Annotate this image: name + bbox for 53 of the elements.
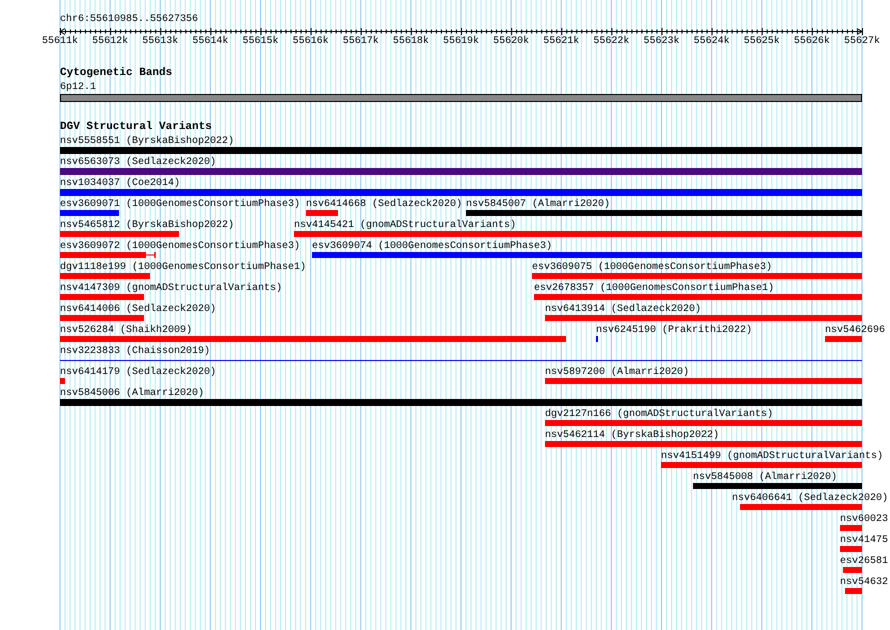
tick-label: 55627k <box>844 36 880 47</box>
variant-label: nsv5465812 (ByrskaBishop2022) <box>60 220 234 231</box>
variant-label: nsv5897200 (Almarri2020) <box>545 367 690 378</box>
variant-label: esv3609072 (1000GenomesConsortiumPhase3) <box>60 241 300 252</box>
tick-label: 55623k <box>644 36 680 47</box>
tick-label: 55612k <box>92 36 128 47</box>
tick-label: 55611k <box>42 36 78 47</box>
tick-label: 55622k <box>593 36 630 47</box>
variant-label: nsv5462696 <box>825 325 886 336</box>
variant-label: dgv1118e199 (1000GenomesConsortiumPhase1) <box>60 262 306 273</box>
tick-label: 55616k <box>292 36 329 47</box>
tick-label: 55625k <box>744 36 780 47</box>
track-heading: DGV Structural Variants <box>60 122 212 133</box>
tick-label: 55626k <box>794 36 830 47</box>
variant-label: nsv5558551 (ByrskaBishop2022) <box>60 136 236 147</box>
variant-label: esv3609074 (1000GenomesConsortiumPhase3) <box>312 241 554 252</box>
variant-label: nsv6413914 (Sedlazeck2020) <box>545 304 702 315</box>
variant-label: nsv6563073 (Sedlazeck2020) <box>60 157 218 168</box>
variant-label: nsv5845007 (Almarri2020) <box>466 199 612 210</box>
variant-label: nsv6245190 (Prakrithi2022) <box>596 325 752 336</box>
variant-label: dgv2127n166 (gnomADStructuralVariants) <box>545 409 774 420</box>
variant-label: nsv6414006 (Sedlazeck2020) <box>60 304 216 315</box>
tick-label: 55614k <box>192 36 228 47</box>
variant-label: nsv3223833 (Chaisson2019) <box>60 346 212 357</box>
variant-label: nsv41475 <box>840 535 888 546</box>
variant-label: nsv4151499 (gnomADStructuralVariants) <box>661 451 884 462</box>
variant-label: nsv526284 (Shaikh2009) <box>60 325 194 336</box>
variant-label: nsv60023 <box>840 514 888 525</box>
tick-label: 55619k <box>443 36 480 47</box>
tick-label: 55615k <box>242 36 279 47</box>
tick-label: 55620k <box>493 36 530 47</box>
tick-label: 55617k <box>342 36 379 47</box>
variant-label: esv3609071 (1000GenomesConsortiumPhase3) <box>60 199 300 210</box>
variant-label: esv3609075 (1000GenomesConsortiumPhase3) <box>532 262 774 273</box>
variant-label: nsv5462114 (ByrskaBishop2022) <box>545 430 720 441</box>
variant-label: nsv5845008 (Almarri2020) <box>693 472 838 483</box>
variant-label: esv2678357 (1000GenomesConsortiumPhase1) <box>534 283 776 294</box>
variant-label: nsv4145421 (gnomADStructuralVariants) <box>294 220 518 231</box>
variant-label: nsv6406641 (Sedlazeck2020) <box>732 493 888 504</box>
variant-label: nsv6414179 (Sedlazeck2020) <box>60 367 216 378</box>
band-label: 6p12.1 <box>60 82 98 93</box>
region-coordinates: chr6:55610985..55627356 <box>60 14 198 25</box>
tick-label: 55624k <box>694 36 730 47</box>
variant-label: nsv6414668 (Sedlazeck2020) <box>306 199 462 210</box>
tick-label: 55613k <box>142 36 178 47</box>
variant-label: nsv4147309 (gnomADStructuralVariants) <box>60 283 282 294</box>
track-heading: Cytogenetic Bands <box>60 68 172 79</box>
variant-label: esv26581 <box>840 556 888 567</box>
tick-label: 55618k <box>392 36 429 47</box>
tick-label: 55621k <box>543 36 580 47</box>
variant-label: nsv5845006 (Almarri2020) <box>60 388 206 399</box>
variant-label: nsv54632 <box>840 577 888 588</box>
variant-label: nsv1034037 (Coe2014) <box>60 178 182 189</box>
